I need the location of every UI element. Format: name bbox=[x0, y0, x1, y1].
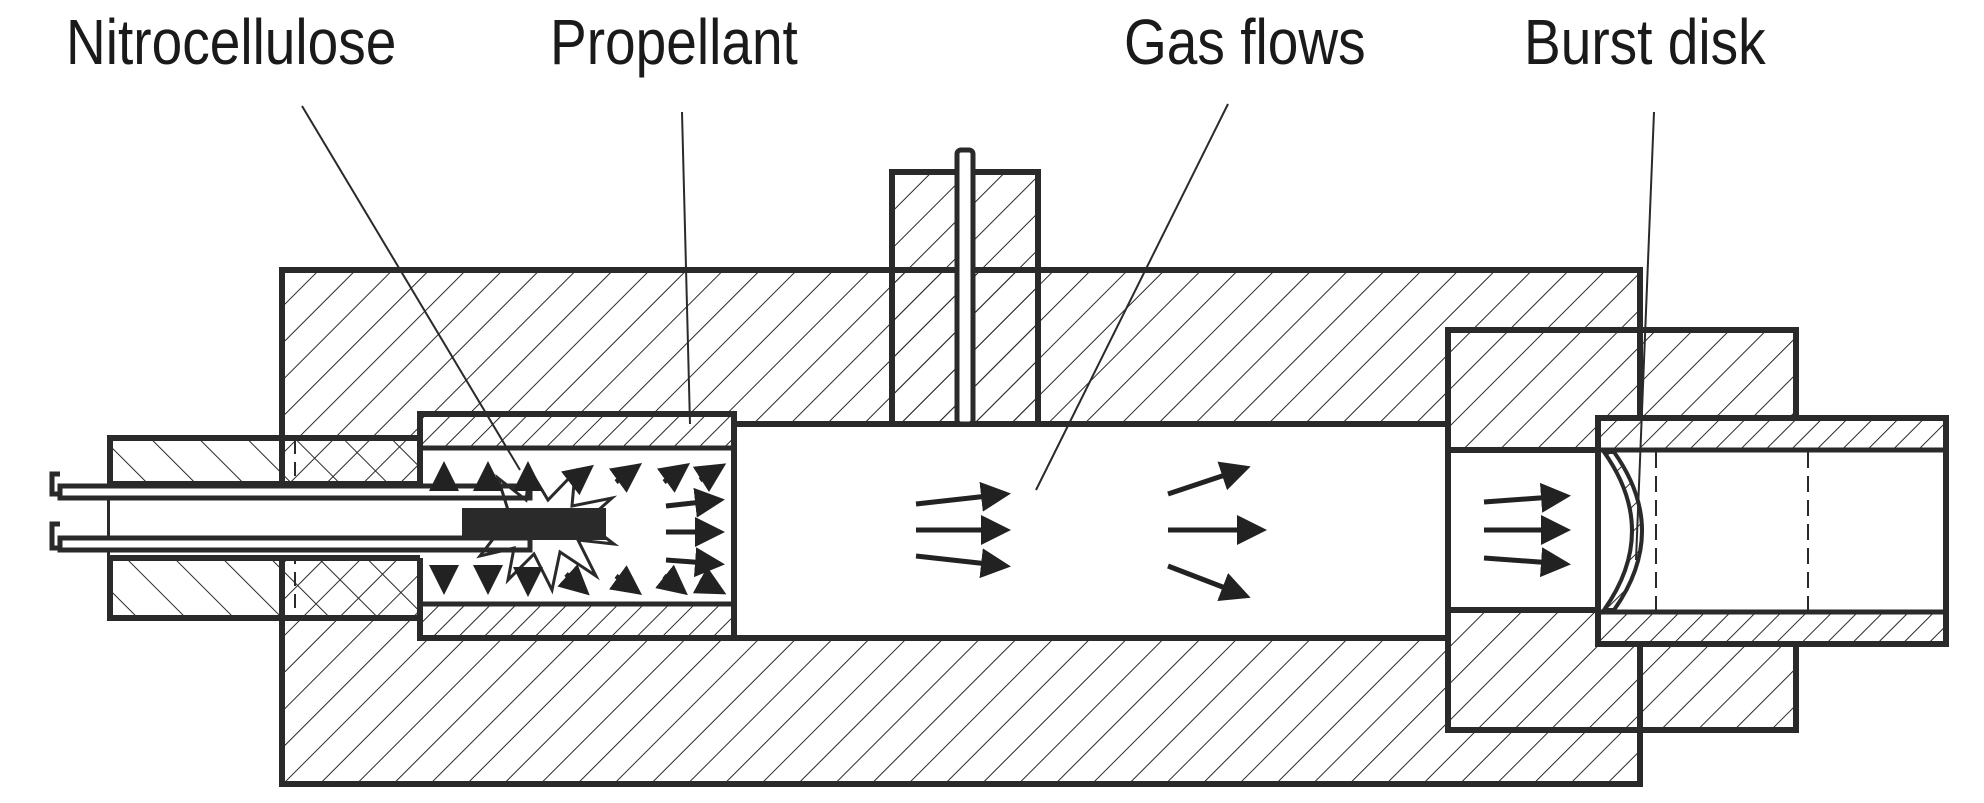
gas-flow-arrows bbox=[429, 461, 1571, 602]
label-gas-flows: Gas flows bbox=[1124, 6, 1366, 78]
label-burst-disk: Burst disk bbox=[1524, 6, 1766, 78]
outlet-tube bbox=[1595, 415, 1949, 647]
nitrocellulose-charge bbox=[462, 508, 606, 540]
top-port bbox=[889, 147, 1041, 427]
main-body bbox=[279, 267, 1643, 787]
burst-disk bbox=[1600, 450, 1644, 612]
label-nitrocellulose: Nitrocellulose bbox=[66, 6, 397, 78]
label-propellant: Propellant bbox=[550, 6, 798, 78]
ignition-spark bbox=[465, 465, 620, 595]
leader-lines bbox=[301, 103, 1655, 561]
igniter-plug bbox=[49, 435, 620, 621]
lead-wires bbox=[49, 471, 533, 553]
